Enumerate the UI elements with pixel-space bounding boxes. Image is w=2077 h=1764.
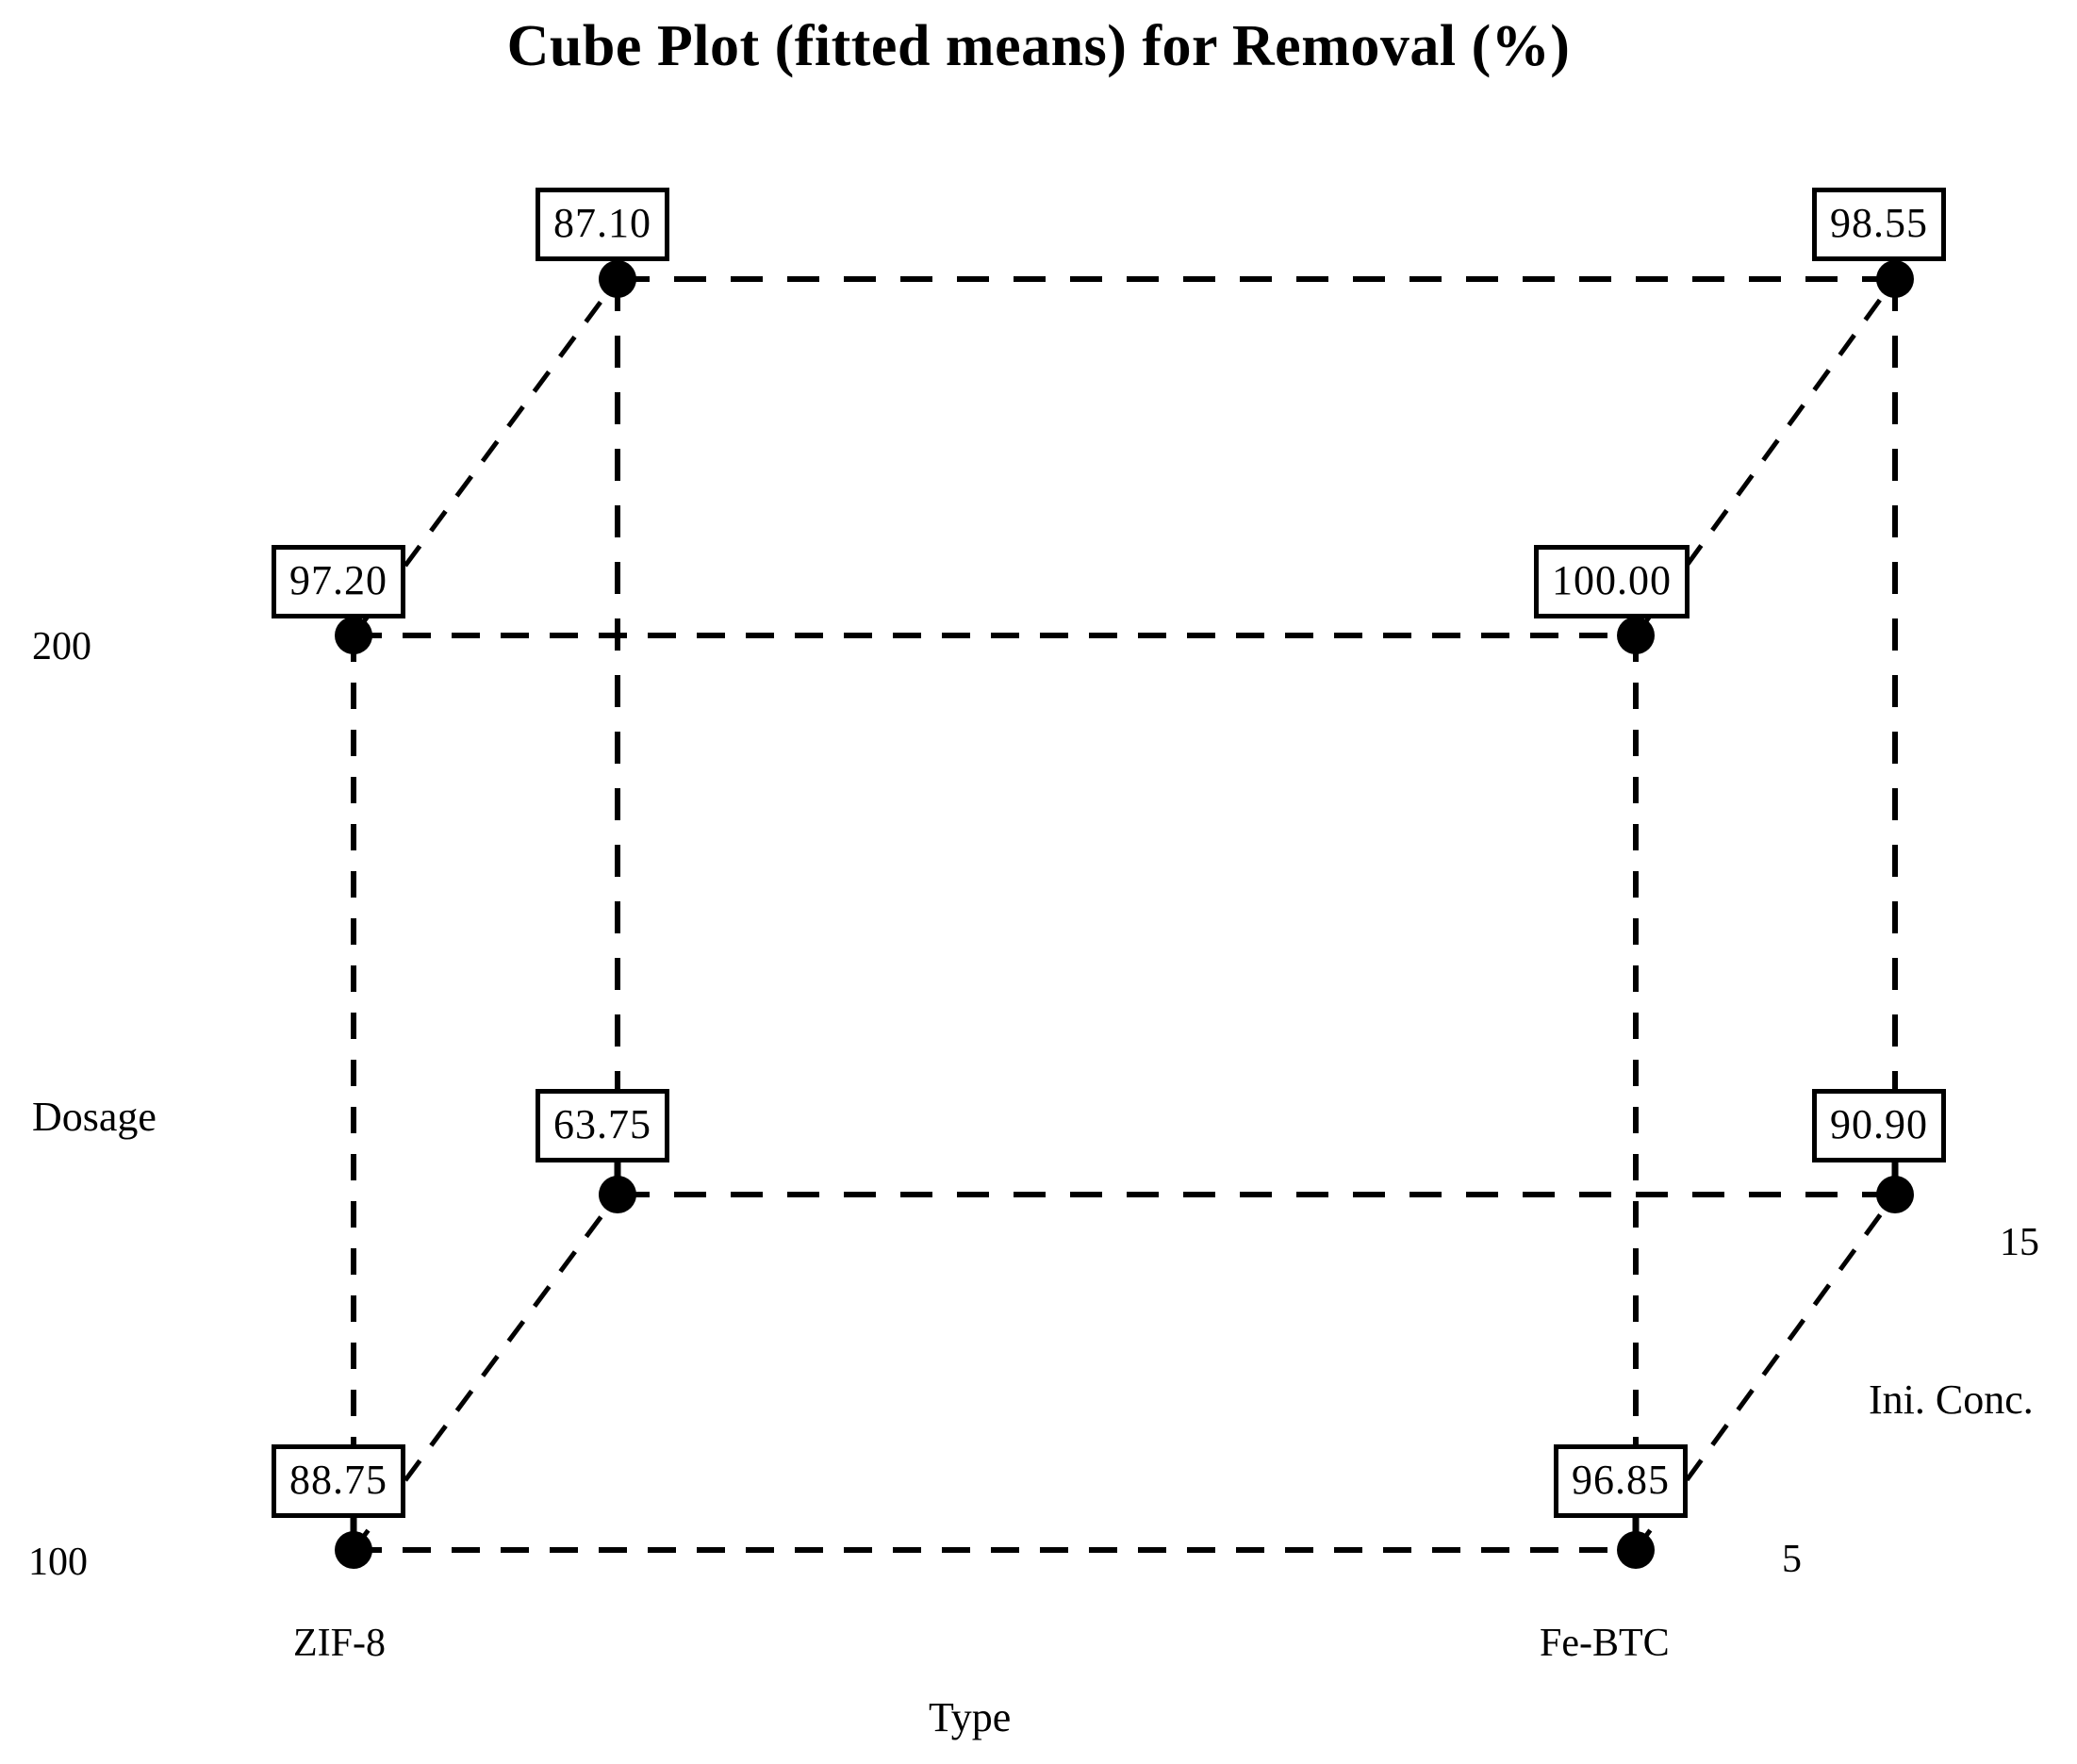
edge-depth-top-left — [351, 277, 620, 637]
axis-tick-conc-high: 15 — [2000, 1221, 2039, 1264]
axis-title-ini-conc: Ini. Conc. — [1869, 1377, 2034, 1423]
vertex-marker-front-top-left — [335, 617, 372, 654]
value-label-back-top-left: 87.10 — [536, 188, 669, 261]
value-label-front-bottom-right: 96.85 — [1554, 1444, 1688, 1518]
vertex-marker-front-top-right — [1617, 617, 1655, 654]
axis-tick-type-right: Fe-BTC — [1540, 1622, 1670, 1665]
edge-depth-bottom-right — [1633, 1193, 1898, 1552]
value-label-front-bottom-left: 88.75 — [272, 1444, 405, 1518]
value-label-front-top-left: 97.20 — [272, 545, 405, 618]
value-label-back-top-right: 98.55 — [1812, 188, 1946, 261]
value-label-back-bottom-left: 63.75 — [536, 1089, 669, 1162]
edge-depth-bottom-left — [351, 1193, 620, 1552]
axis-title-type: Type — [929, 1694, 1012, 1740]
axis-tick-conc-low: 5 — [1782, 1538, 1802, 1581]
vertex-marker-back-top-left — [599, 260, 636, 298]
axis-tick-dosage-low: 100 — [28, 1541, 88, 1584]
edge-depth-top-right — [1633, 277, 1898, 637]
page-title: Cube Plot (fitted means) for Removal (%) — [506, 14, 1571, 78]
value-label-back-bottom-right: 90.90 — [1812, 1089, 1946, 1162]
vertex-marker-back-top-right — [1876, 260, 1914, 298]
axis-tick-type-left: ZIF-8 — [293, 1622, 386, 1665]
axis-title-dosage: Dosage — [32, 1094, 157, 1140]
axis-tick-dosage-high: 200 — [32, 625, 91, 668]
value-label-front-top-right: 100.00 — [1534, 545, 1690, 618]
